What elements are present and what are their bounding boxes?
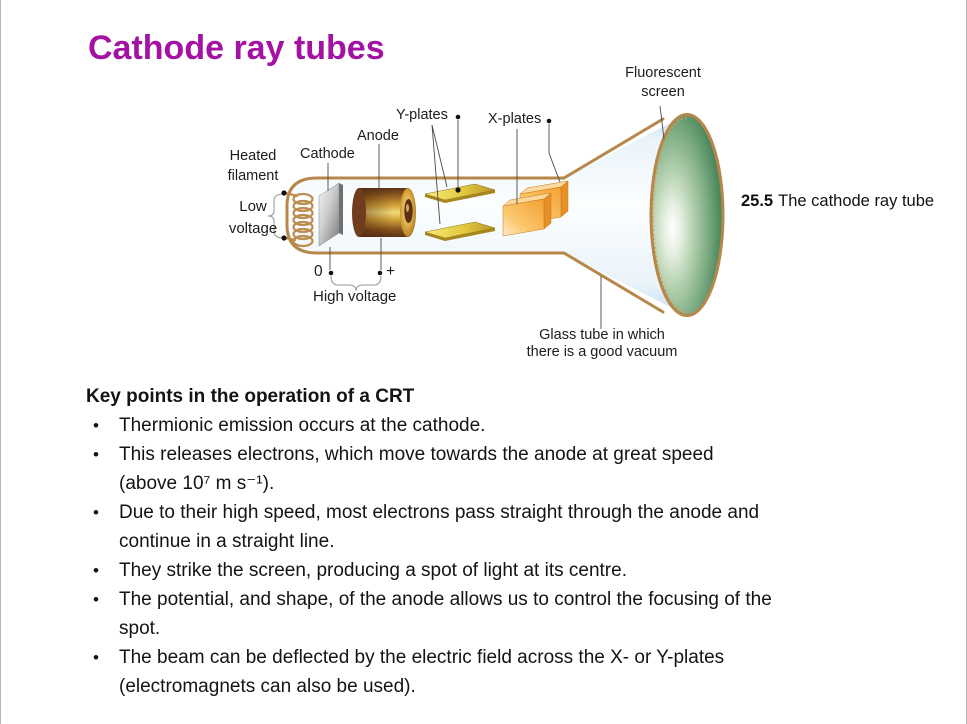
figure-caption-number: 25.5 [741,192,774,210]
bullet-item: • The potential, and shape, of the anode… [86,585,948,643]
bullet-marker: • [93,648,99,667]
crt-diagram [267,105,725,329]
label-plus-terminal: + [386,263,396,280]
screen-dotted-edge [652,117,688,313]
bullet-text: This releases electrons, which move towa… [119,444,714,494]
x-plate-front [502,192,552,237]
label-cathode: Cathode [300,146,355,162]
page-title: Cathode ray tubes [88,29,385,67]
label-y-plates: Y-plates [396,107,448,123]
label-heated-filament: Heated filament [227,148,279,184]
y-plate-bottom [424,221,496,241]
key-points: Key points in the operation of a CRT • T… [86,382,948,701]
fluorescent-screen-face [649,113,725,317]
label-zero-terminal: 0 [314,263,323,280]
figure-caption-text: The cathode ray tube [778,192,935,210]
bullet-text: They strike the screen, producing a spot… [119,560,627,581]
tube-outline [285,117,665,314]
bullet-text: The potential, and shape, of the anode a… [119,589,772,639]
bullet-item: • This releases electrons, which move to… [86,440,948,498]
tube-interior [287,114,687,316]
label-fluorescent-screen: Fluorescent screen [625,65,701,100]
bullet-text: Due to their high speed, most electrons … [119,502,760,552]
leader-lines [327,105,665,329]
bullet-text: The beam can be deflected by the electri… [119,647,725,697]
anode-cylinder [352,188,416,237]
bullet-item: • Due to their high speed, most electron… [86,498,948,556]
bullet-item: • Thermionic emission occurs at the cath… [86,411,948,440]
terminal-dots [281,114,552,276]
key-points-heading: Key points in the operation of a CRT [86,386,415,407]
label-glass-tube: Glass tube in which there is a good vacu… [526,327,678,360]
label-x-plates: X-plates [488,111,542,127]
bullet-text: Thermionic emission occurs at the cathod… [119,415,486,436]
filament-coil [284,191,314,248]
bullet-marker: • [93,416,99,435]
cathode-plate [318,182,343,247]
label-high-voltage: High voltage [313,288,397,305]
label-anode: Anode [357,128,399,144]
bullet-item: • The beam can be deflected by the elect… [86,643,948,701]
bullet-marker: • [93,561,99,580]
voltage-braces [267,193,382,292]
bullet-marker: • [93,503,99,522]
label-low-voltage: Low voltage [228,198,278,237]
bullet-marker: • [93,590,99,609]
bullet-item: • They strike the screen, producing a sp… [86,556,948,585]
bullet-marker: • [93,445,99,464]
